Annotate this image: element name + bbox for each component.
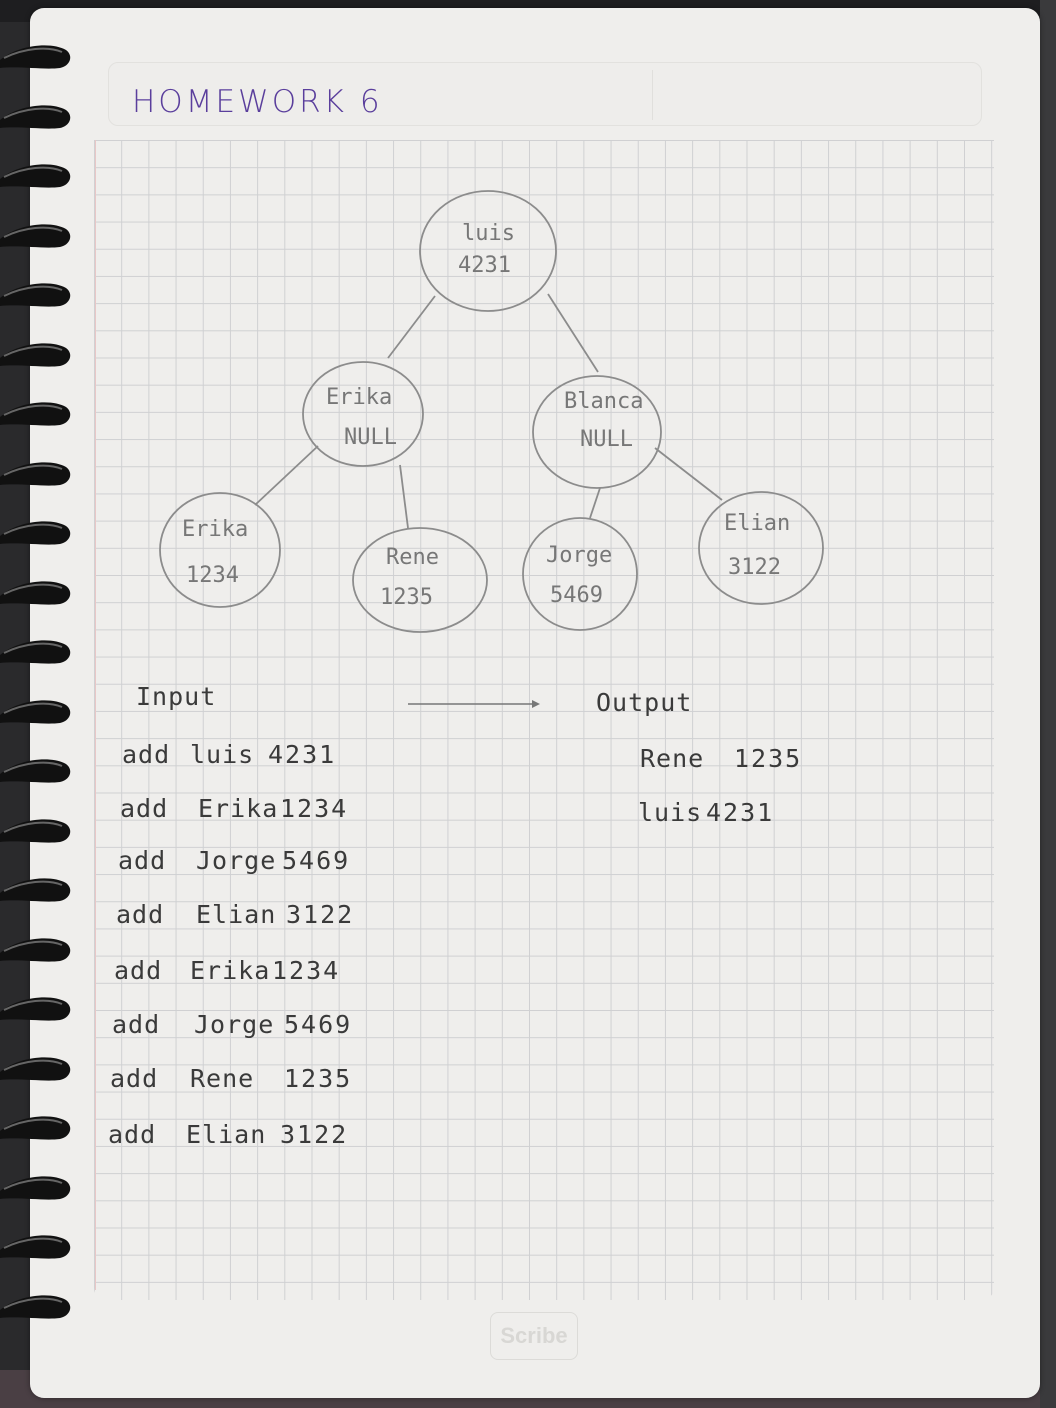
input-line-name: Erika [190, 956, 271, 985]
page-title: HOMEWORK 6 [132, 84, 383, 120]
input-line-value: 4231 [268, 740, 337, 769]
input-line-cmd: add [120, 794, 169, 823]
spiral-ring [0, 580, 71, 605]
node-right-right-circle [698, 491, 824, 605]
output-line-name: Rene [640, 744, 705, 773]
edge-left-leftright [399, 464, 409, 529]
input-line-cmd: add [108, 1120, 157, 1149]
input-line-value: 5469 [282, 846, 351, 875]
input-line-name: Rene [190, 1064, 255, 1093]
spiral-ring [0, 342, 71, 367]
node-right-circle [532, 375, 662, 489]
node-right-left-value: 5469 [550, 583, 603, 608]
node-right-name: Blanca [564, 389, 643, 414]
input-line-value: 1235 [284, 1064, 353, 1093]
output-heading: Output [596, 688, 693, 717]
edge-root-right [547, 293, 599, 373]
spiral-ring [0, 223, 71, 248]
spiral-ring [0, 759, 71, 783]
input-line-name: luis [190, 740, 255, 769]
input-line-value: 1234 [272, 956, 341, 985]
node-left-right-name: Rene [386, 545, 439, 570]
right-background-edge [1040, 0, 1056, 1408]
spiral-ring [0, 1056, 71, 1081]
input-line-cmd: add [110, 1064, 159, 1093]
spiral-ring [0, 937, 71, 962]
spiral-ring [0, 104, 71, 129]
node-left-right-value: 1235 [380, 585, 433, 610]
input-line-cmd: add [122, 740, 171, 769]
spiral-ring [0, 997, 71, 1021]
spiral-ring [0, 1235, 71, 1259]
input-line-cmd: add [114, 956, 163, 985]
edge-right-rightleft [589, 487, 601, 519]
spiral-ring [0, 1116, 71, 1140]
spiral-ring [0, 640, 71, 664]
node-right-value: NULL [580, 427, 633, 452]
input-line-value: 5469 [284, 1010, 353, 1039]
spiral-ring [0, 1294, 71, 1319]
spiral-ring [0, 164, 71, 188]
node-right-right-value: 3122 [728, 555, 781, 580]
spiral-ring [0, 521, 71, 545]
edge-right-rightright [654, 447, 723, 501]
node-root-value: 4231 [458, 253, 511, 278]
input-heading: Input [136, 682, 217, 711]
node-left-name: Erika [326, 385, 392, 410]
input-line-value: 3122 [286, 900, 355, 929]
node-left-left-value: 1234 [186, 563, 239, 588]
node-left-circle [302, 361, 424, 467]
input-line-cmd: add [112, 1010, 161, 1039]
input-line-name: Elian [196, 900, 277, 929]
node-left-left-circle [159, 492, 281, 608]
output-line-value: 1235 [734, 744, 803, 773]
input-line-name: Jorge [196, 846, 277, 875]
input-line-name: Erika [198, 794, 279, 823]
output-line-name: luis [638, 798, 703, 827]
node-left-value: NULL [344, 425, 397, 450]
node-root-circle [419, 190, 557, 312]
input-line-cmd: add [118, 846, 167, 875]
spiral-ring [0, 818, 71, 843]
node-root-name: luis [462, 221, 515, 246]
node-right-left-circle [522, 517, 638, 631]
brand-logo: Scribe [490, 1312, 578, 1360]
spiral-ring [0, 878, 71, 902]
spiral-ring [0, 1175, 71, 1200]
output-line-value: 4231 [706, 798, 775, 827]
spiral-ring [0, 45, 71, 69]
input-line-name: Elian [186, 1120, 267, 1149]
header-divider [652, 70, 653, 120]
spiral-ring [0, 699, 71, 724]
spiral-ring [0, 283, 71, 307]
spiral-ring [0, 461, 71, 486]
arrow-head [532, 700, 540, 708]
margin-line [95, 140, 96, 1290]
input-line-value: 3122 [280, 1120, 349, 1149]
header-box [108, 62, 982, 126]
input-line-value: 1234 [280, 794, 349, 823]
input-line-name: Jorge [194, 1010, 275, 1039]
edge-root-left [387, 295, 436, 359]
node-left-right-circle [352, 527, 488, 633]
node-right-right-name: Elian [724, 511, 790, 536]
edge-left-leftleft [254, 445, 319, 506]
node-right-left-name: Jorge [546, 543, 612, 568]
node-left-left-name: Erika [182, 517, 248, 542]
spiral-ring [0, 402, 71, 426]
input-line-cmd: add [116, 900, 165, 929]
graph-paper-grid [94, 140, 994, 1300]
